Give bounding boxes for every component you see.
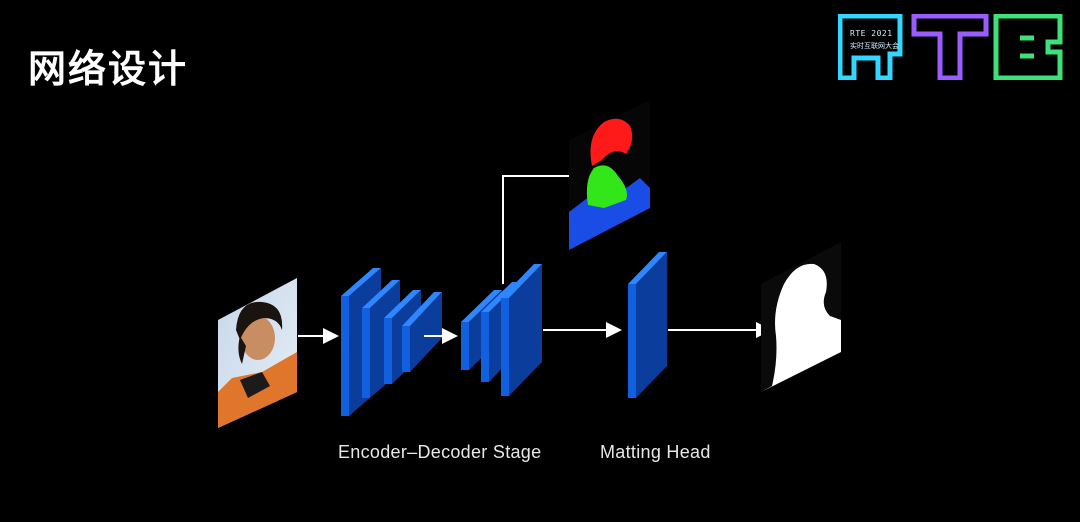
input-photo (218, 278, 297, 428)
encoder-blocks (341, 268, 442, 416)
label-matting-head: Matting Head (600, 442, 711, 463)
segmentation-output (569, 100, 650, 250)
decoder-block-3 (501, 264, 542, 396)
matting-head-block (628, 252, 667, 398)
decoder-blocks (461, 264, 542, 396)
label-encoder-decoder: Encoder–Decoder Stage (338, 442, 541, 463)
alpha-matte-output (761, 242, 841, 392)
